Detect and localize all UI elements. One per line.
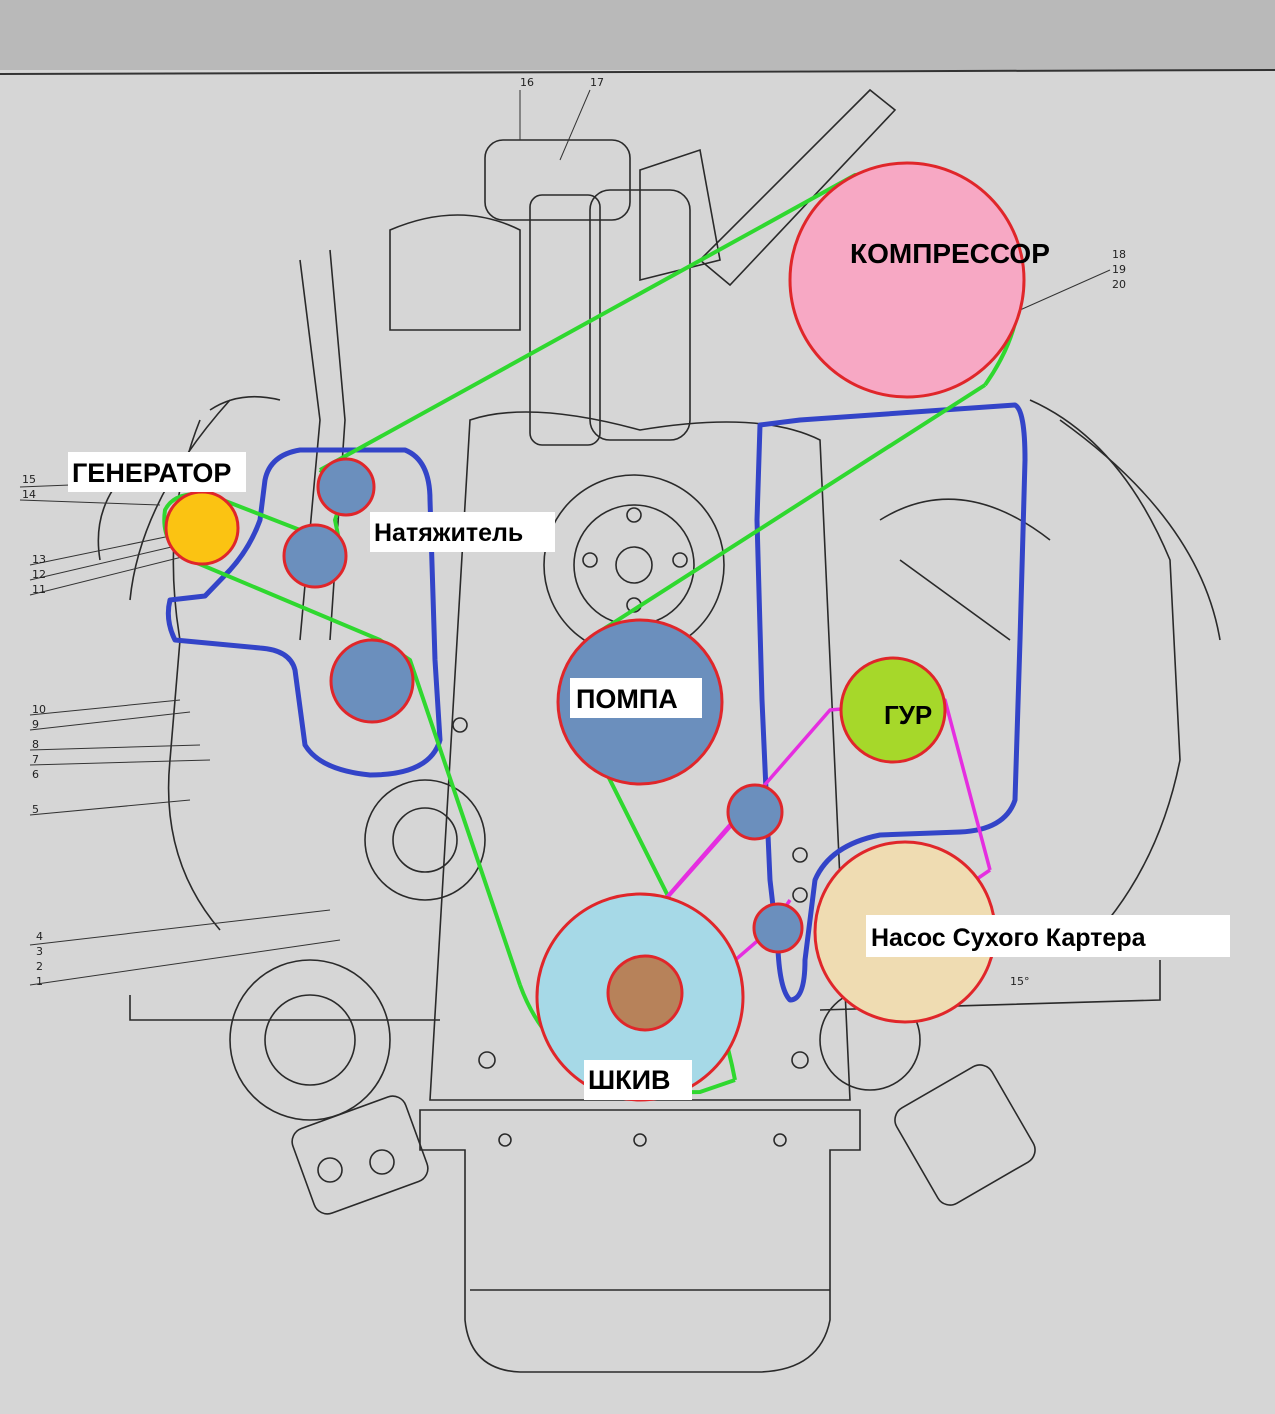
crank-hub xyxy=(606,954,684,1032)
idler-pulley-left xyxy=(329,638,415,724)
callout-2: 2 xyxy=(36,960,43,973)
angle-mark: 15° xyxy=(1010,975,1030,988)
tensioner-lower-pulley xyxy=(282,523,348,589)
crank-pulley-label: ШКИВ xyxy=(588,1065,671,1095)
tensioner-label: Натяжитель xyxy=(374,519,523,547)
power-steering-label: ГУР xyxy=(884,700,932,730)
tensioner-upper-pulley xyxy=(316,457,376,517)
generator-pulley xyxy=(164,490,240,566)
callout-8: 8 xyxy=(32,738,39,751)
compressor-label: КОМПРЕССОР xyxy=(850,238,1050,269)
callout-9: 9 xyxy=(32,718,39,731)
callout-18: 18 xyxy=(1112,248,1126,261)
compressor-pulley xyxy=(788,161,1026,399)
callout-leaders xyxy=(19,89,1111,986)
callout-3: 3 xyxy=(36,945,43,958)
crank-label-plate xyxy=(584,1060,692,1100)
pulleys xyxy=(164,161,1026,1102)
callout-19: 19 xyxy=(1112,263,1126,276)
generator-label: ГЕНЕРАТОР xyxy=(72,458,231,488)
dry-sump-pump-label: Насос Сухого Картера xyxy=(871,924,1147,952)
tensioner-label-plate xyxy=(370,512,555,552)
pump-label-plate xyxy=(570,678,702,718)
callout-5: 5 xyxy=(32,803,39,816)
callout-14: 14 xyxy=(22,488,36,501)
callout-15: 15 xyxy=(22,473,36,486)
callout-20: 20 xyxy=(1112,278,1126,291)
callout-17: 17 xyxy=(590,76,604,89)
callout-16: 16 xyxy=(520,76,534,89)
idler-pulley-right-lower xyxy=(752,902,804,954)
callout-4: 4 xyxy=(36,930,43,943)
callout-6: 6 xyxy=(32,768,39,781)
dry-sump-label-plate xyxy=(866,915,1230,957)
blue-belt-paths xyxy=(165,402,1028,1003)
generator-label-plate xyxy=(68,452,246,492)
power-steering-pulley xyxy=(839,656,947,764)
callout-7: 7 xyxy=(32,753,39,766)
pump-label: ПОМПА xyxy=(576,684,678,714)
callout-12: 12 xyxy=(32,568,46,581)
callout-10: 10 xyxy=(32,703,46,716)
callout-11: 11 xyxy=(32,583,46,596)
callout-1: 1 xyxy=(36,975,43,988)
idler-pulley-right-upper xyxy=(726,783,784,841)
callout-numbers: 15 14 13 12 11 10 9 8 7 6 5 4 3 2 1 16 1… xyxy=(22,76,1126,988)
callout-13: 13 xyxy=(32,553,46,566)
